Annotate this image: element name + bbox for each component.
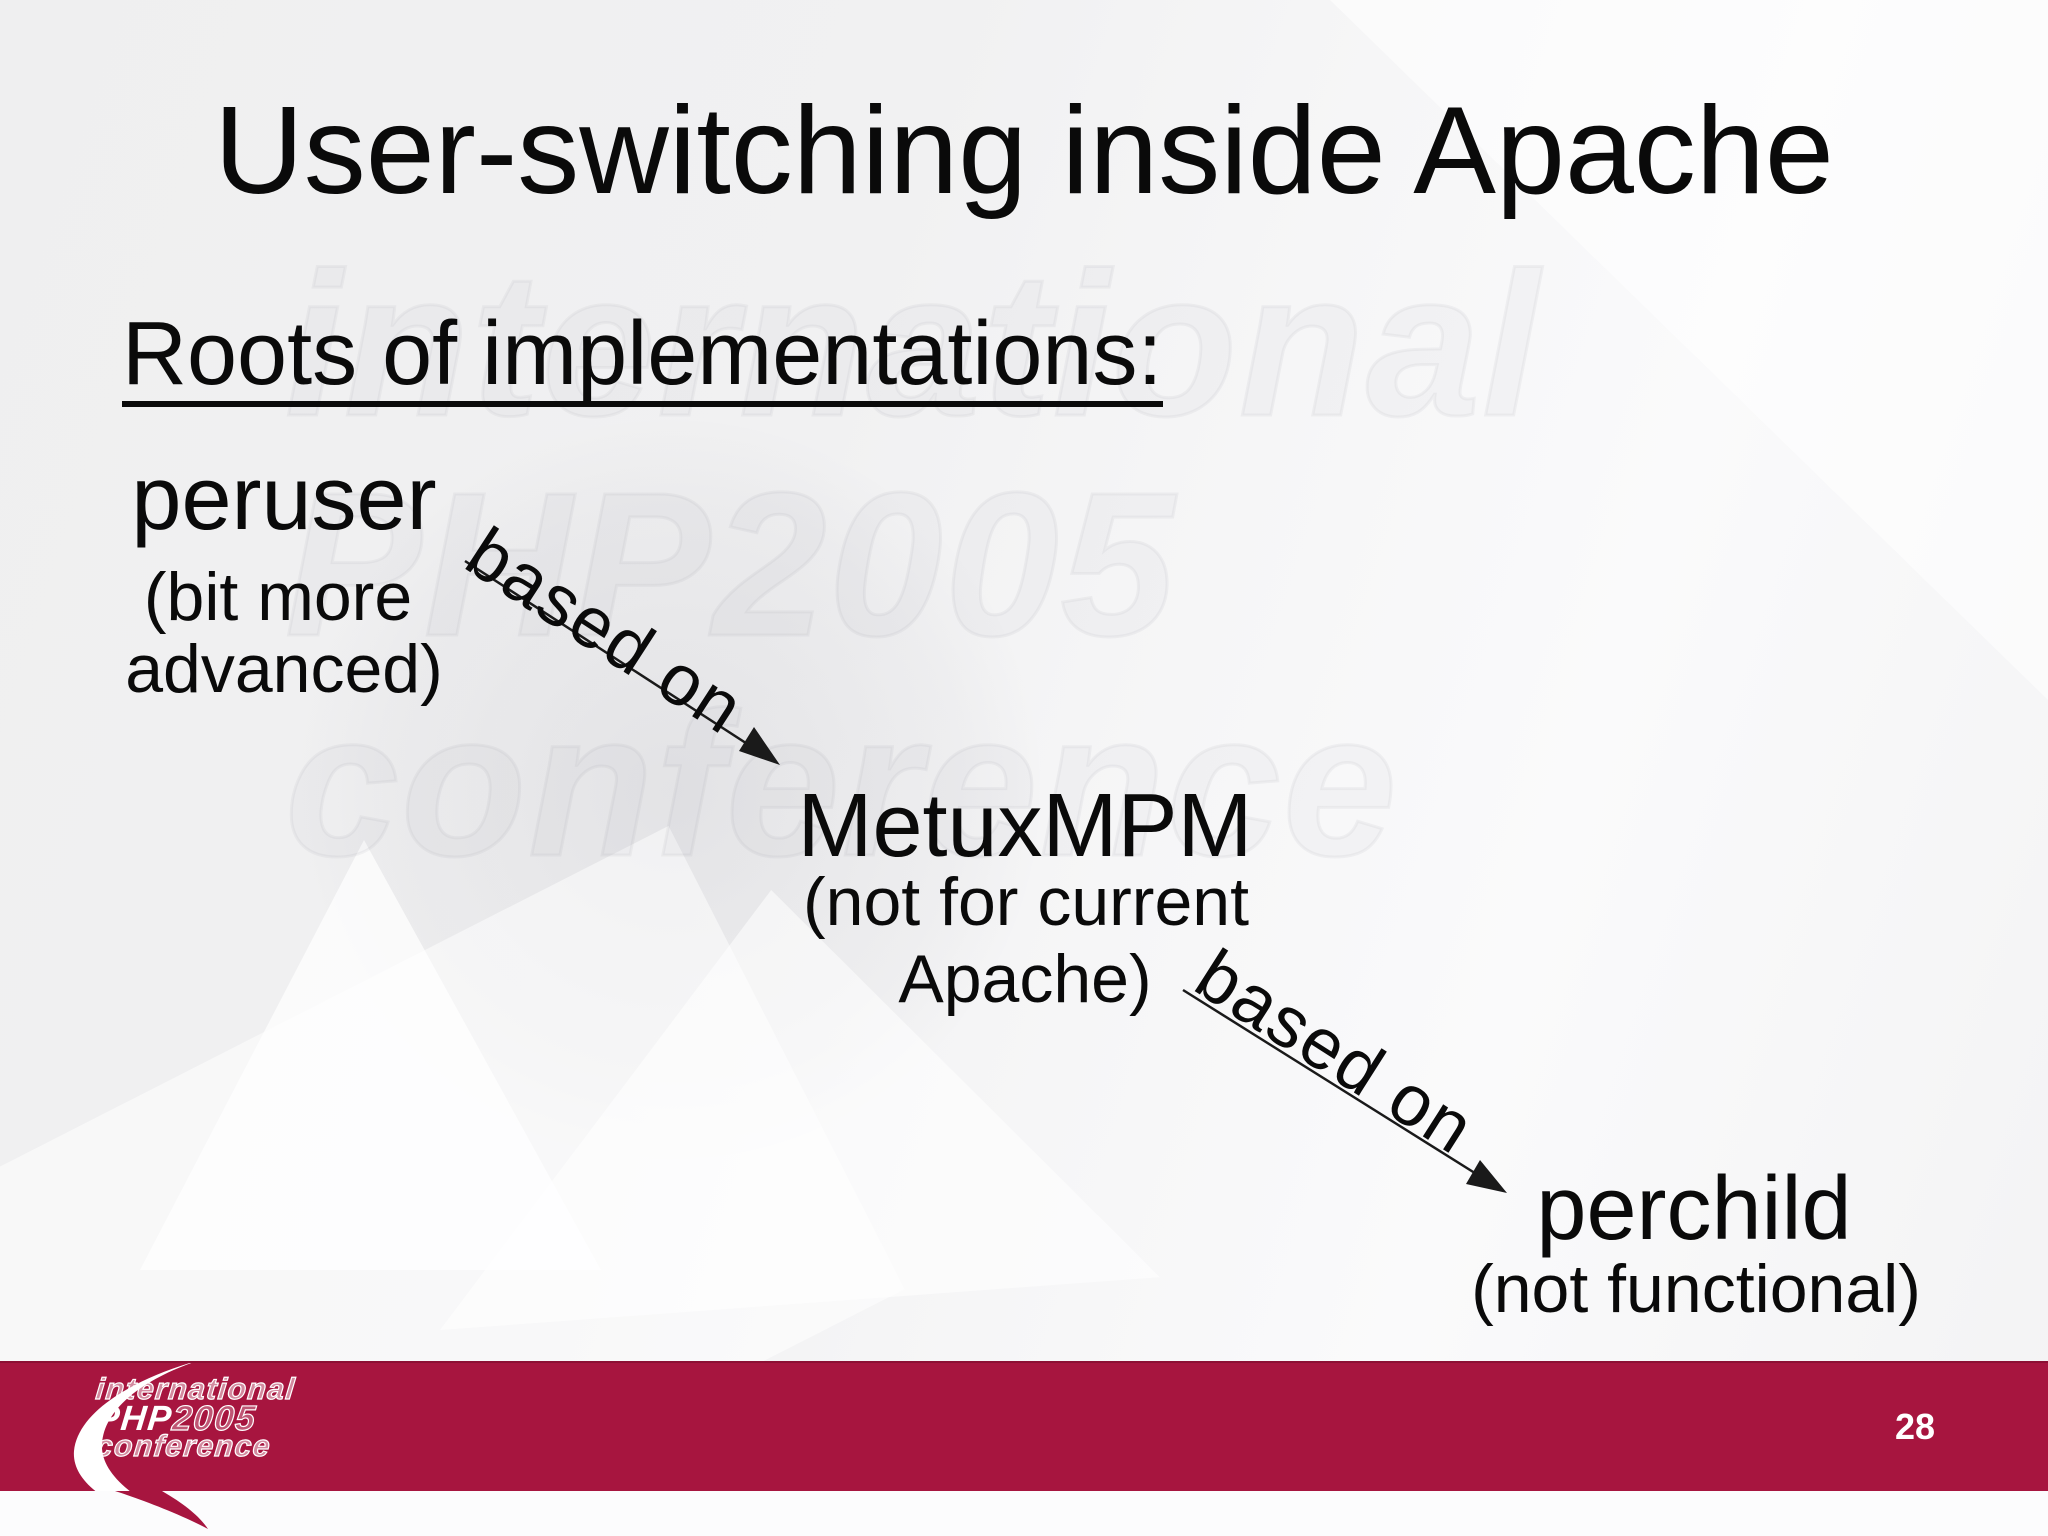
- node-metuxmpm-note-line1: (not for current: [803, 864, 1249, 940]
- node-peruser: peruser: [131, 449, 437, 549]
- node-perchild-note-line1: (not functional): [1471, 1251, 1921, 1327]
- node-metuxmpm: MetuxMPM: [797, 776, 1253, 876]
- section-heading: Roots of implementations:: [122, 309, 1163, 407]
- footer-band: international PHP2005 conference 28: [0, 1361, 2048, 1491]
- arrow-label-based-on-2: based on: [1182, 934, 1489, 1170]
- node-peruser-note-line1: (bit more: [143, 559, 413, 635]
- logo-swoosh-tail-icon: [115, 1491, 208, 1529]
- background-triangle-shape: [140, 840, 601, 1270]
- arrowhead-icon: [1466, 1160, 1507, 1193]
- swoosh-tail: [115, 1491, 208, 1529]
- arrow-label-based-on-1: based on: [452, 512, 759, 750]
- slide-title: User-switching inside Apache: [214, 82, 1834, 220]
- arrowhead-icon: [739, 727, 780, 765]
- page-number: 28: [1894, 1406, 1935, 1447]
- footer-logo-line3: conference: [94, 1429, 274, 1463]
- node-perchild: perchild: [1536, 1159, 1852, 1259]
- node-peruser-note-line2: advanced): [125, 631, 443, 707]
- node-metuxmpm-note-line2: Apache): [898, 941, 1152, 1017]
- footer-white-strip: [0, 1491, 2048, 1536]
